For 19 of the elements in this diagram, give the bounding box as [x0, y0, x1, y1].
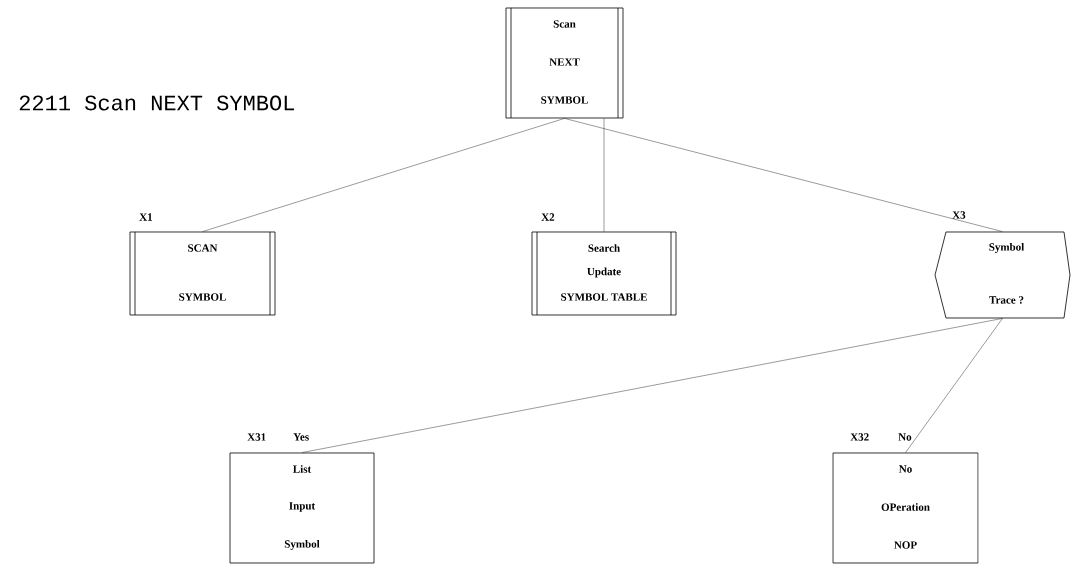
node-label: X2 — [541, 213, 555, 221]
process-box: SCAN SYMBOL — [129, 231, 276, 316]
decision-box: Symbol Trace ? — [934, 231, 1071, 319]
connector-line — [603, 118, 605, 232]
connector-line — [564, 118, 1003, 232]
node-label: X3 — [952, 211, 966, 219]
heading: 2211 Scan NEXT SYMBOL — [19, 95, 295, 111]
node-label: X31 — [247, 433, 266, 441]
node-label: No — [898, 433, 912, 441]
process-box: List Input Symbol — [229, 452, 375, 564]
connector-line — [202, 118, 565, 232]
process-box: Search Update SYMBOL TABLE — [531, 231, 677, 316]
node-label: X1 — [139, 213, 153, 221]
node-label: Yes — [293, 433, 309, 441]
process-box: Scan NEXT SYMBOL — [505, 7, 624, 119]
connector-line — [301, 318, 1003, 453]
node-label: X32 — [850, 433, 869, 441]
process-box: No OPeration NOP — [832, 452, 979, 564]
connector-line — [905, 318, 1003, 453]
